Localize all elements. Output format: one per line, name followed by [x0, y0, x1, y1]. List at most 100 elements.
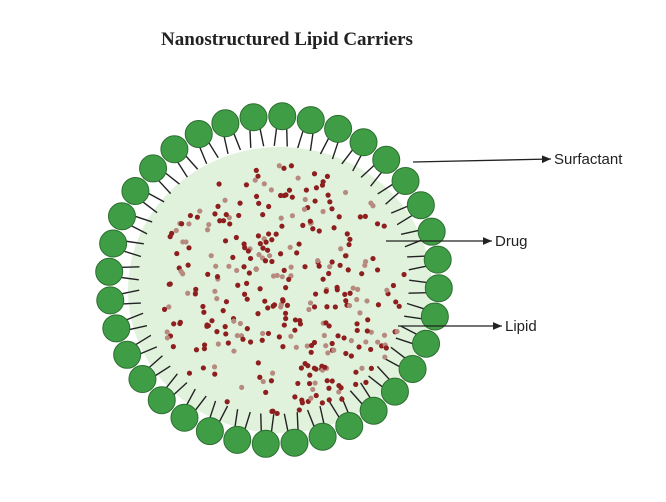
drug-particle	[337, 262, 343, 268]
drug-particle	[276, 163, 282, 169]
drug-particle	[178, 221, 185, 227]
drug-particle	[236, 212, 242, 219]
surfactant-head	[223, 425, 252, 454]
drug-particle	[336, 214, 342, 220]
surfactant-tail	[319, 136, 330, 155]
drug-particle	[390, 282, 397, 289]
drug-particle	[214, 296, 220, 302]
lipid-label: Lipid	[505, 318, 537, 335]
drug-particle	[370, 255, 376, 262]
drug-particle	[324, 304, 330, 310]
drug-particle	[187, 212, 194, 219]
drug-particle	[280, 344, 286, 350]
drug-particle	[362, 259, 369, 265]
drug-particle	[260, 212, 266, 218]
surfactant-head	[417, 217, 446, 246]
drug-particle	[220, 218, 227, 224]
drug-particle	[323, 288, 329, 294]
drug-particle	[308, 395, 314, 401]
drug-particle	[280, 297, 286, 303]
drug-particle	[268, 187, 274, 193]
drug-particle	[348, 338, 354, 344]
surfactant-tail	[370, 170, 383, 187]
surfactant-tail	[122, 250, 142, 258]
drug-particle	[255, 233, 262, 239]
drug-particle	[326, 270, 332, 277]
drug-particle	[364, 328, 370, 334]
drug-particle	[312, 198, 318, 204]
drug-particle	[347, 236, 353, 242]
drug-particle	[237, 200, 243, 206]
drug-particle	[298, 365, 304, 371]
surfactant-label: Surfactant	[554, 151, 623, 168]
drug-particle	[166, 281, 172, 287]
surfactant-tail	[349, 390, 364, 406]
surfactant-head	[170, 403, 199, 432]
surfactant-tail	[400, 229, 420, 235]
drug-particle	[284, 302, 291, 308]
drug-particle	[247, 255, 254, 262]
drug-particle	[363, 379, 369, 385]
drug-particle	[186, 221, 192, 227]
drug-particle	[374, 267, 381, 273]
drug-particle	[353, 369, 359, 375]
surfactant-tail	[147, 192, 165, 203]
surfactant-head	[420, 302, 449, 331]
diagram-title: Nanostructured Lipid Carriers	[161, 29, 413, 50]
surfactant-tail	[383, 357, 401, 368]
drug-particle	[206, 221, 212, 228]
drug-particle	[348, 353, 354, 359]
drug-particle	[359, 365, 365, 371]
surfactant-tail	[404, 315, 424, 320]
drug-particle	[365, 317, 371, 323]
drug-particle	[253, 193, 260, 200]
drug-particle	[382, 354, 388, 360]
surfactant-head	[139, 154, 168, 183]
drug-particle	[231, 318, 237, 324]
drug-particle	[297, 317, 303, 324]
drug-particle	[222, 197, 228, 203]
drug-particle	[261, 181, 267, 187]
surfactant-tail	[138, 346, 158, 355]
drug-particle	[313, 185, 320, 191]
drug-particle	[243, 182, 250, 188]
surfactant-tail	[329, 401, 341, 419]
surfactant-tail	[208, 400, 217, 420]
drug-particle	[292, 327, 298, 333]
drug-particle	[173, 227, 179, 234]
drug-particle	[375, 302, 382, 308]
drug-particle	[307, 218, 313, 224]
surfactant-head	[147, 386, 176, 415]
drug-particle	[164, 329, 170, 335]
surfactant-tail	[119, 276, 139, 281]
drug-particle	[338, 385, 344, 391]
drug-particle	[264, 247, 271, 253]
drug-particle	[217, 218, 223, 224]
surfactant-head	[335, 411, 364, 440]
surfactant-tail	[133, 215, 153, 223]
drug-particle	[341, 335, 347, 341]
drug-particle	[323, 320, 329, 326]
drug-particle	[192, 291, 198, 297]
drug-particle	[223, 211, 229, 218]
surfactant-tail	[121, 302, 141, 305]
drug-particle	[273, 231, 279, 237]
drug-particle	[223, 331, 229, 337]
surfactant-heads	[95, 102, 453, 458]
drug-particle	[204, 227, 211, 233]
surfactant-head	[324, 114, 353, 143]
drug-particle	[201, 346, 208, 352]
drug-particle	[304, 343, 310, 349]
surfactant-tail	[285, 127, 288, 147]
drug-particle	[381, 223, 387, 229]
drug-particle	[278, 304, 284, 310]
surfactant-tail	[128, 325, 148, 331]
drug-particle	[260, 245, 266, 251]
drug-particle	[235, 282, 241, 288]
surfactant-head	[423, 245, 452, 274]
drug-particle	[383, 345, 389, 351]
surfactant-tails	[119, 126, 429, 434]
drug-particle	[278, 215, 284, 221]
drug-particle	[336, 389, 342, 395]
surfactant-head	[424, 274, 453, 303]
